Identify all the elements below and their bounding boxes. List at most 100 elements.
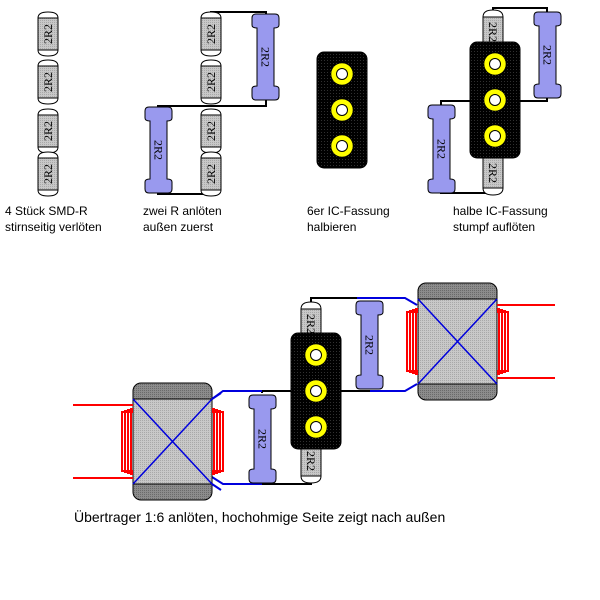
resistor-value-label: 2R2 xyxy=(435,139,449,159)
resistor-value-label: 2R2 xyxy=(41,121,55,141)
resistor-value-label: 2R2 xyxy=(304,451,318,471)
smd-resistor: 2R2 xyxy=(200,11,222,57)
resistor-value-label: 2R2 xyxy=(204,164,218,184)
blue-resistor: 2R2 xyxy=(144,106,173,194)
smd-end-cap xyxy=(200,151,222,159)
resistor-value-label: 2R2 xyxy=(256,429,270,449)
smd-resistor: 2R2 xyxy=(200,151,222,197)
resistor-value-label: 2R2 xyxy=(486,22,500,42)
resistor-value-label: 2R2 xyxy=(152,140,166,160)
step2-label-line2: außen zuerst xyxy=(143,220,214,234)
smd-end-cap xyxy=(200,11,222,19)
step1-smd-chain: 2R2 2R2 2R2 2R2 xyxy=(37,11,59,197)
resistor-value-label: 2R2 xyxy=(41,164,55,184)
smd-end-cap xyxy=(37,189,59,197)
socket-pin xyxy=(304,379,328,403)
socket-pin xyxy=(483,88,507,112)
winding xyxy=(497,304,555,379)
smd-resistor: 2R2 xyxy=(37,59,59,105)
socket-pin xyxy=(304,415,328,439)
resistor-value-label: 2R2 xyxy=(204,121,218,141)
smd-end-cap xyxy=(200,108,222,116)
resistor-value-label: 2R2 xyxy=(486,163,500,183)
transformer-left xyxy=(73,382,224,501)
pin-hole xyxy=(336,104,348,116)
blue-resistor: 2R2 xyxy=(355,300,384,390)
wire-blue xyxy=(370,383,418,392)
resistor-body xyxy=(251,13,280,101)
step2-assembly: 2R2 2R2 2R2 2R2 2R2 2R2 xyxy=(144,11,280,197)
winding xyxy=(212,408,224,475)
step4-assembly: 2R2 2R2 2R2 2R2 xyxy=(427,7,562,196)
smd-end-cap xyxy=(37,97,59,105)
step1-label-line1: 4 Stück SMD-R xyxy=(5,204,88,218)
wire-blue xyxy=(357,297,418,306)
blue-resistor: 2R2 xyxy=(533,11,562,99)
resistor-value-label: 2R2 xyxy=(304,314,318,334)
pin-hole xyxy=(336,68,348,80)
step4-label-line2: stumpf auflöten xyxy=(453,220,535,234)
smd-resistor: 2R2 xyxy=(200,59,222,105)
smd-resistor: 2R2 xyxy=(200,108,222,154)
resistor-body xyxy=(144,106,173,194)
resistor-body xyxy=(427,104,456,194)
pin-hole xyxy=(310,349,322,361)
blue-resistor: 2R2 xyxy=(248,394,277,484)
smd-end-cap xyxy=(37,49,59,57)
pin-hole xyxy=(489,94,501,106)
ic-socket-half xyxy=(469,41,521,159)
final-assembly: 2R2 2R2 2R2 2R2 xyxy=(73,282,555,501)
resistor-body xyxy=(355,300,384,390)
transformer-right xyxy=(406,282,555,401)
socket-pin xyxy=(304,343,328,367)
winding-turn xyxy=(406,311,418,372)
wire xyxy=(261,390,291,393)
blue-resistor: 2R2 xyxy=(251,13,280,101)
final-caption: Übertrager 1:6 anlöten, hochohmige Seite… xyxy=(74,508,445,525)
smd-resistor: 2R2 xyxy=(37,108,59,154)
smd-end-cap xyxy=(300,475,322,484)
resistor-value-label: 2R2 xyxy=(41,24,55,44)
smd-end-cap xyxy=(37,59,59,67)
step1-label-line2: stirnseitig verlöten xyxy=(5,220,102,234)
step4-label-line1: halbe IC-Fassung xyxy=(453,204,548,218)
smd-end-cap xyxy=(482,9,504,18)
step3-label-line2: halbieren xyxy=(307,220,356,234)
resistor-value-label: 2R2 xyxy=(541,45,555,65)
pin-hole xyxy=(489,130,501,142)
blue-resistor: 2R2 xyxy=(427,104,456,194)
resistor-body xyxy=(248,394,277,484)
smd-end-cap xyxy=(200,49,222,57)
ic-socket-half xyxy=(316,51,368,169)
pin-hole xyxy=(310,385,322,397)
winding-turn xyxy=(497,311,509,372)
smd-resistor: 2R2 xyxy=(37,11,59,57)
resistor-value-label: 2R2 xyxy=(204,72,218,92)
socket-pin xyxy=(330,98,354,122)
ic-socket-half xyxy=(290,332,342,450)
winding-cross xyxy=(417,298,498,385)
pin-hole xyxy=(336,140,348,152)
resistor-body xyxy=(533,11,562,99)
step3-label-line1: 6er IC-Fassung xyxy=(307,204,390,218)
smd-end-cap xyxy=(37,108,59,116)
smd-end-cap xyxy=(37,11,59,19)
socket-pin xyxy=(330,134,354,158)
socket-pin xyxy=(330,62,354,86)
pin-hole xyxy=(310,421,322,433)
pin-hole xyxy=(489,58,501,70)
resistor-value-label: 2R2 xyxy=(204,24,218,44)
resistor-value-label: 2R2 xyxy=(363,335,377,355)
smd-end-cap xyxy=(482,187,504,196)
step2-label-line1: zwei R anlöten xyxy=(143,204,222,218)
smd-end-cap xyxy=(200,97,222,105)
smd-end-cap xyxy=(200,189,222,197)
smd-end-cap xyxy=(300,301,322,310)
winding-turn xyxy=(121,411,133,472)
winding-turn xyxy=(212,411,224,472)
smd-resistor: 2R2 xyxy=(37,151,59,197)
smd-end-cap xyxy=(37,151,59,159)
winding xyxy=(73,404,133,479)
resistor-value-label: 2R2 xyxy=(41,72,55,92)
